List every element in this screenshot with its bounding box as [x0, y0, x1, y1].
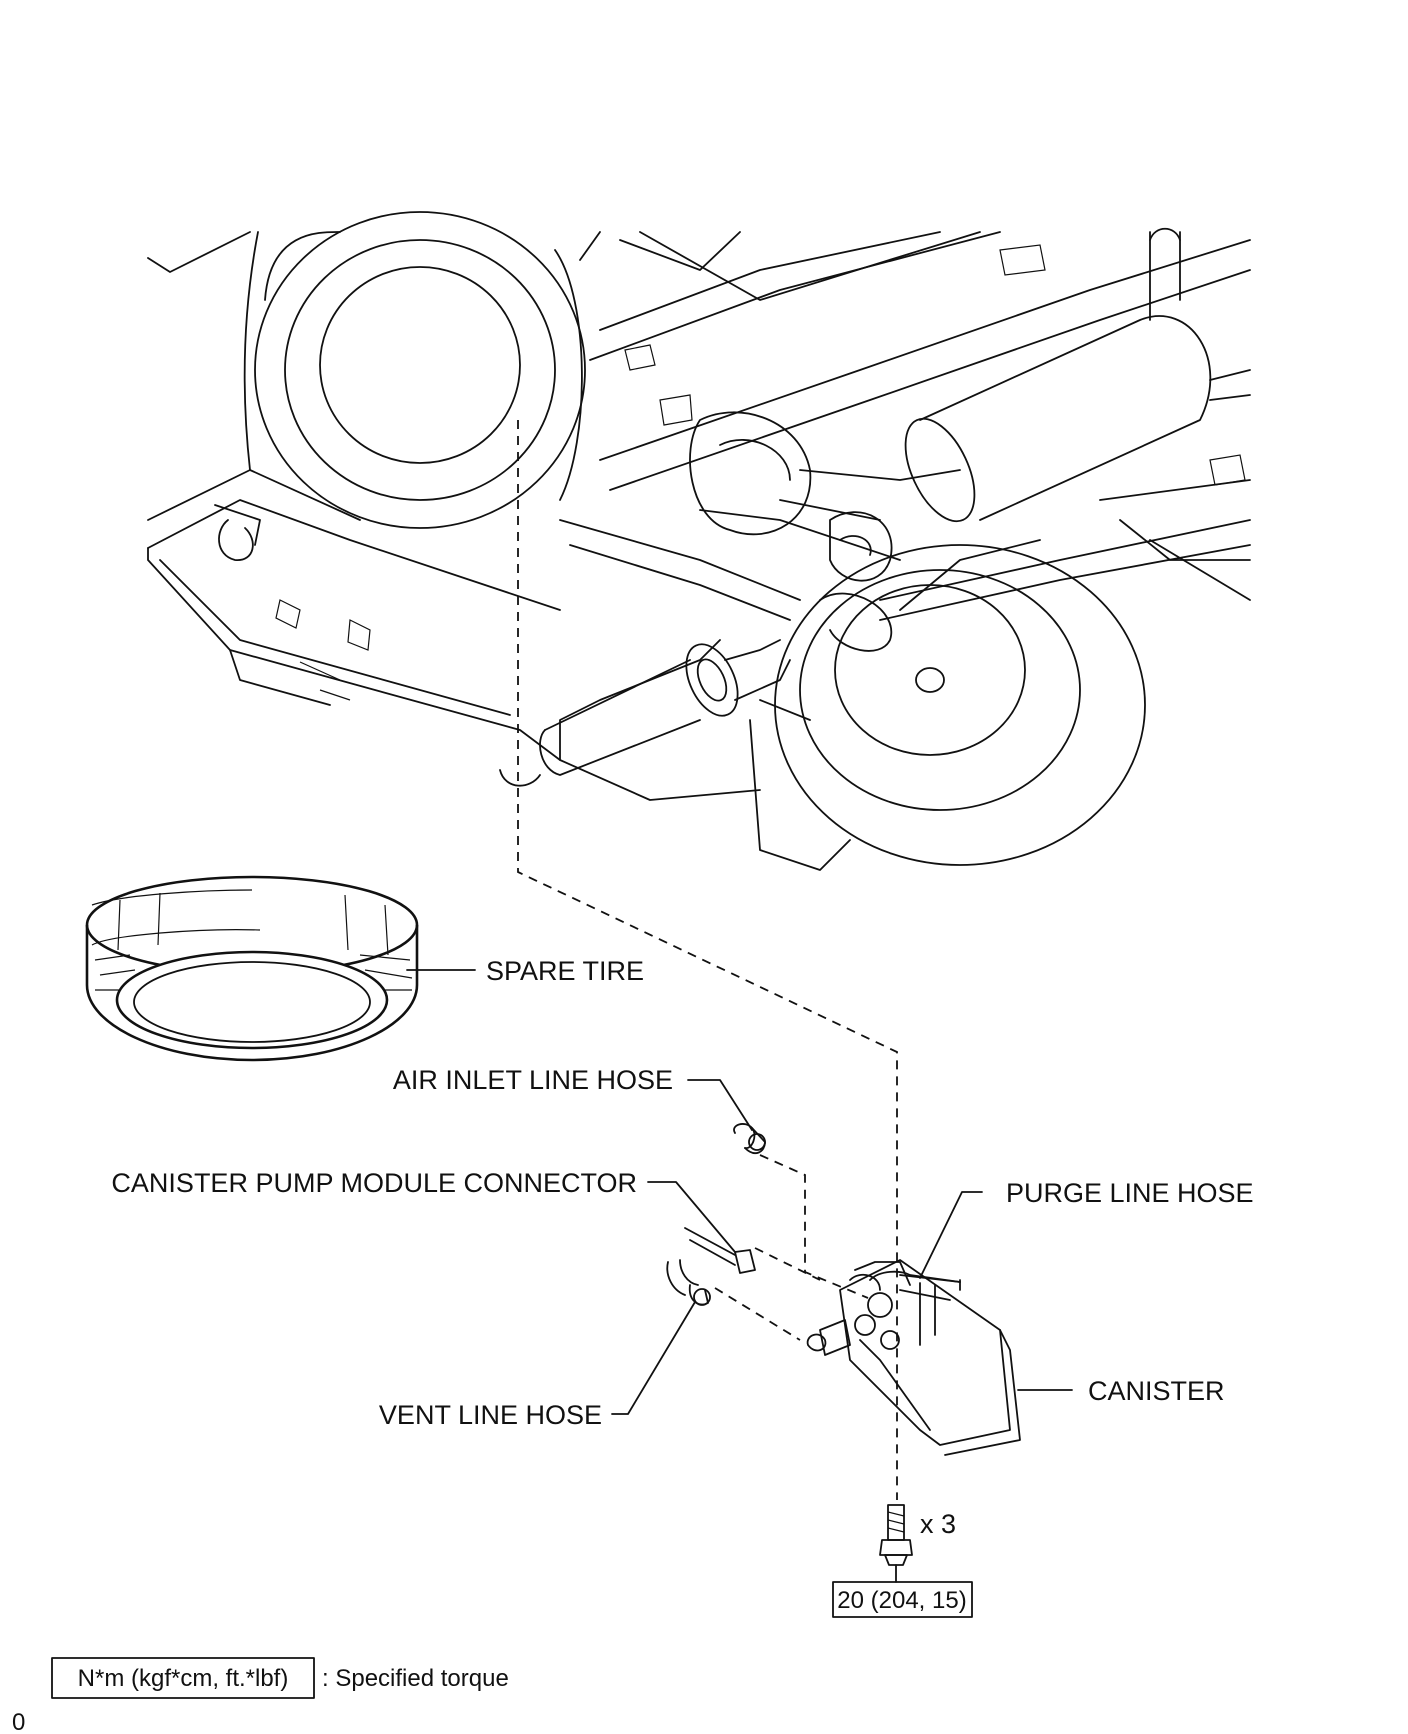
leader-vent-line-hose: [611, 1301, 696, 1415]
legend-description: : Specified torque: [322, 1665, 509, 1692]
legend-unit: N*m (kgf*cm, ft.*lbf): [78, 1665, 289, 1692]
torque-spec-box: 20 (204, 15): [832, 1581, 973, 1618]
torque-value: 20 (204, 15): [837, 1587, 966, 1614]
leader-purge-line-hose: [919, 1191, 983, 1279]
vent-line-hose-illustration: [666, 1259, 711, 1306]
leader-air-inlet-line-hose: [687, 1079, 753, 1131]
corner-mark: 0: [12, 1709, 25, 1734]
vehicle-underbody-illustration: [147, 211, 1251, 871]
purge-line-hose-illustration: [869, 1270, 961, 1291]
leader-canister-pump-module-connector: [647, 1181, 736, 1253]
label-canister: CANISTER: [1088, 1376, 1225, 1406]
alignment-dashed-lines: [517, 420, 898, 1500]
canister-bolt-illustration: [879, 1504, 913, 1566]
canister-assembly-illustration: [806, 1259, 1021, 1456]
label-leader-lines: [406, 969, 1073, 1583]
label-canister-pump-module-connector: CANISTER PUMP MODULE CONNECTOR: [111, 1168, 637, 1198]
label-vent-line-hose: VENT LINE HOSE: [379, 1400, 602, 1430]
spare-tire-illustration: [85, 875, 419, 1062]
label-purge-line-hose: PURGE LINE HOSE: [1006, 1178, 1254, 1208]
label-bolt-quantity: x 3: [920, 1509, 956, 1539]
label-air-inlet-line-hose: AIR INLET LINE HOSE: [393, 1065, 673, 1095]
air-inlet-line-hose-illustration: [733, 1123, 766, 1155]
torque-legend: N*m (kgf*cm, ft.*lbf) : Specified torque: [51, 1657, 509, 1699]
canister-pump-module-connector-illustration: [684, 1227, 756, 1274]
label-spare-tire: SPARE TIRE: [486, 956, 644, 986]
